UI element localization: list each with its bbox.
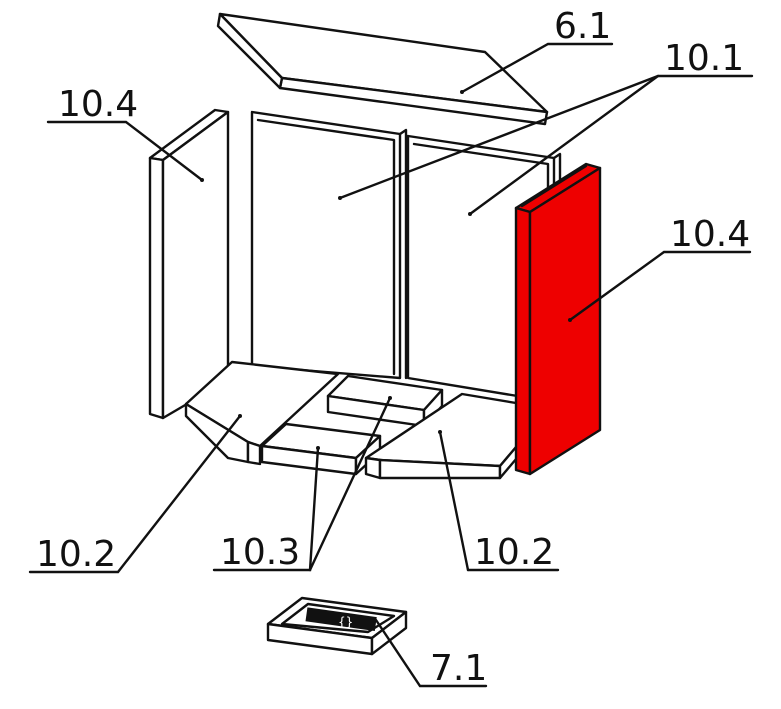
floor-slab-right <box>364 392 524 480</box>
label-back-wall: 10.1 <box>664 38 744 79</box>
svg-text:{}: {} <box>338 615 353 629</box>
floor-brick-front <box>260 422 382 476</box>
left-side-brick <box>148 108 230 420</box>
label-right-side: 10.4 <box>670 214 750 255</box>
right-side-brick-highlighted <box>514 162 602 476</box>
label-floor-right: 10.2 <box>474 532 554 573</box>
top-cover-plate <box>216 12 549 126</box>
leader-lines <box>28 42 754 688</box>
label-floor-middle: 10.3 <box>220 532 300 573</box>
back-wall-panel-left <box>250 110 408 380</box>
label-ash-pan: 7.1 <box>430 648 487 689</box>
label-floor-left: 10.2 <box>36 534 116 575</box>
floor-slab-left <box>184 360 340 466</box>
ash-pan: {} <box>266 596 408 656</box>
floor-brick-back <box>326 374 444 428</box>
label-left-side: 10.4 <box>58 84 138 125</box>
label-top-cover: 6.1 <box>554 6 611 47</box>
